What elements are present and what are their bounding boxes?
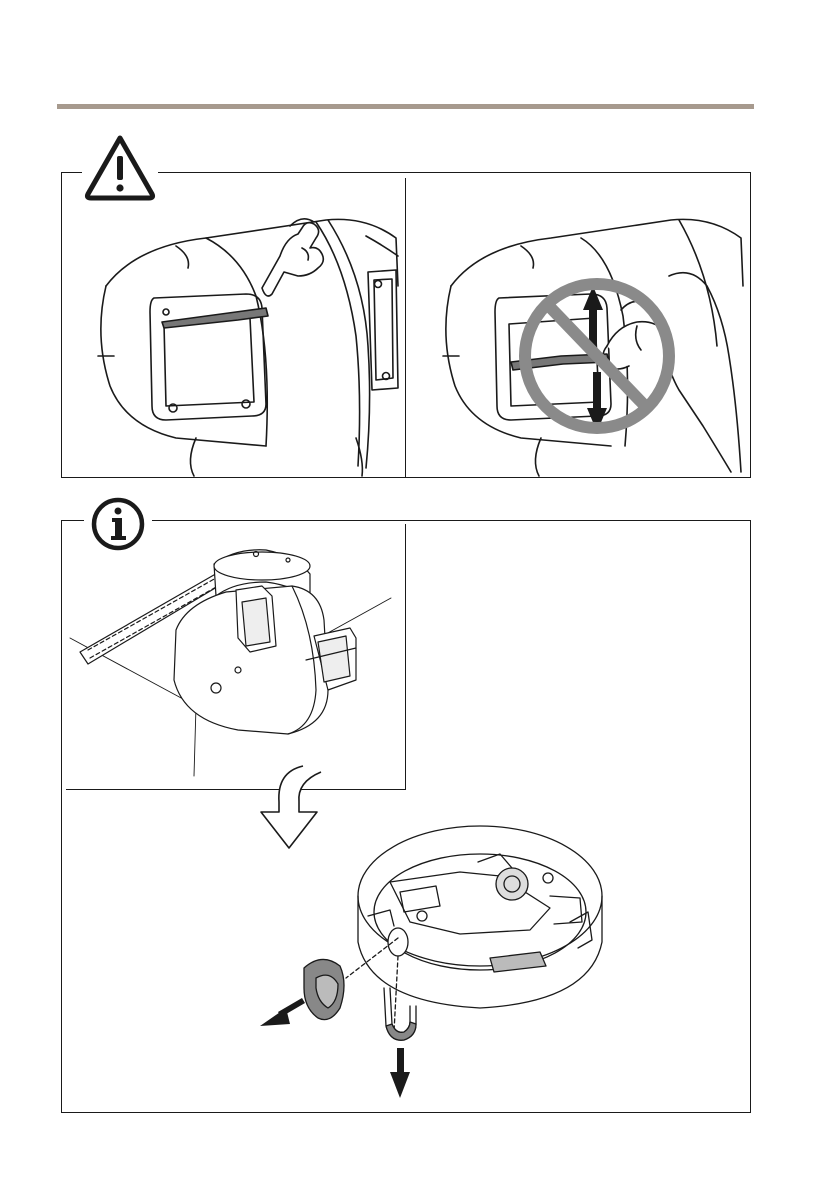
camera-housing-front-window-with-finger-touch — [66, 176, 404, 476]
header-rule — [57, 104, 754, 109]
info-subpanel-right-edge — [405, 524, 406, 790]
warning-panel-divider — [405, 178, 406, 478]
ptz-camera-mounted-on-wall-bracket — [66, 530, 404, 786]
info-subpanel-bottom-edge — [66, 789, 406, 790]
camera-housing-wiper-move-up-down-prohibited — [411, 176, 749, 476]
junction-box-remove-plug-and-clip — [250, 812, 610, 1102]
